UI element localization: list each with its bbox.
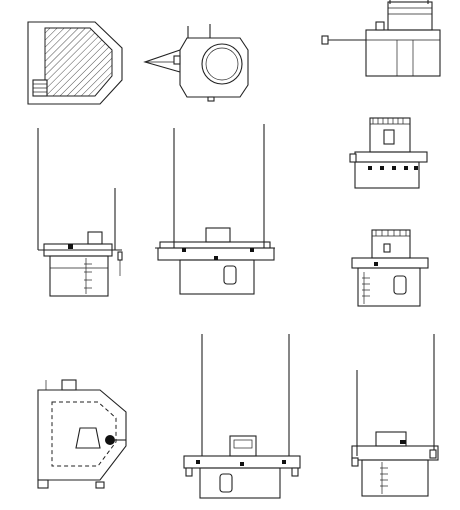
- deck-plan-dashed: [37, 379, 127, 489]
- elevation-mid-right-upper: [349, 117, 428, 189]
- elevation-bottom-right: [351, 334, 439, 497]
- deck-plan-hatched: [27, 21, 123, 105]
- elevation-mid-right-lower: [351, 229, 429, 307]
- elevation-bottom-center: [183, 334, 301, 499]
- elevation-mid-center: [155, 124, 275, 295]
- turret-ring-plan: [143, 24, 249, 102]
- elevation-top-right: [321, 0, 441, 77]
- elevation-mid-left: [37, 128, 123, 297]
